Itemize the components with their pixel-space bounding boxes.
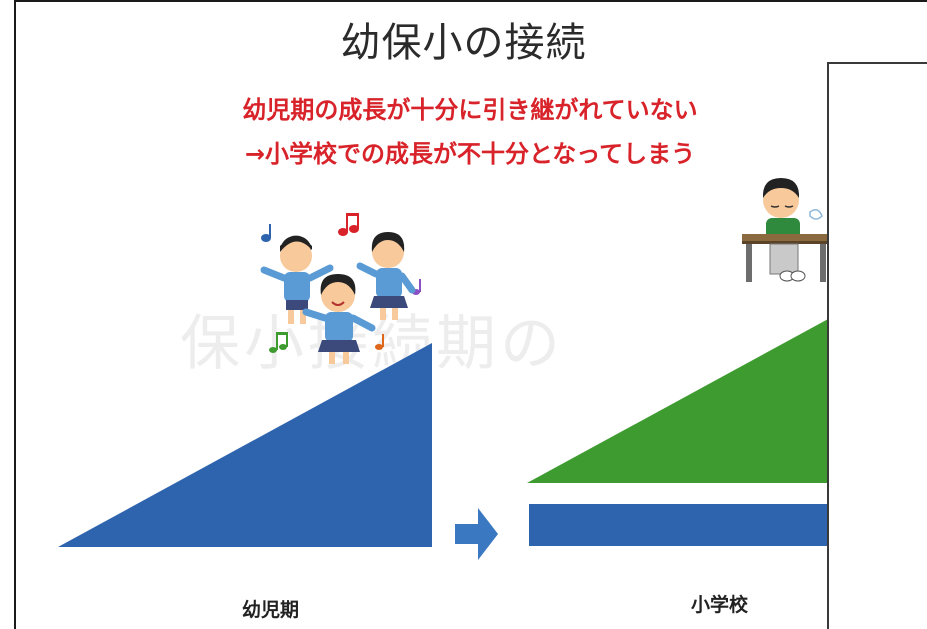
music-note-icon	[375, 334, 384, 350]
consequence-statement: →小学校での成長が不十分となってしまう	[244, 140, 696, 168]
overlapping-page-edge	[827, 62, 927, 629]
child-figure	[302, 274, 376, 364]
elementary-triangle	[527, 318, 830, 483]
foundation-bar	[529, 504, 830, 546]
child-figure	[356, 232, 416, 320]
slide-frame	[14, 0, 927, 629]
music-note-icon	[269, 332, 288, 353]
early-childhood-triangle	[58, 343, 432, 547]
student-sleeping-at-desk-illustration	[742, 178, 830, 282]
problem-statement: 幼児期の成長が十分に引き継がれていない	[242, 96, 698, 124]
transition-arrow-icon	[455, 508, 498, 560]
child-figure	[260, 235, 334, 324]
bleed-through-text: 保小接続期の	[180, 309, 564, 379]
children-dancing-illustration	[260, 213, 421, 364]
elementary-school-label: 小学校	[691, 594, 749, 616]
music-note-icon	[338, 213, 359, 236]
music-note-icon	[261, 224, 271, 242]
slide-title: 幼保小の接続	[340, 20, 587, 66]
early-childhood-label: 幼児期	[242, 599, 300, 621]
